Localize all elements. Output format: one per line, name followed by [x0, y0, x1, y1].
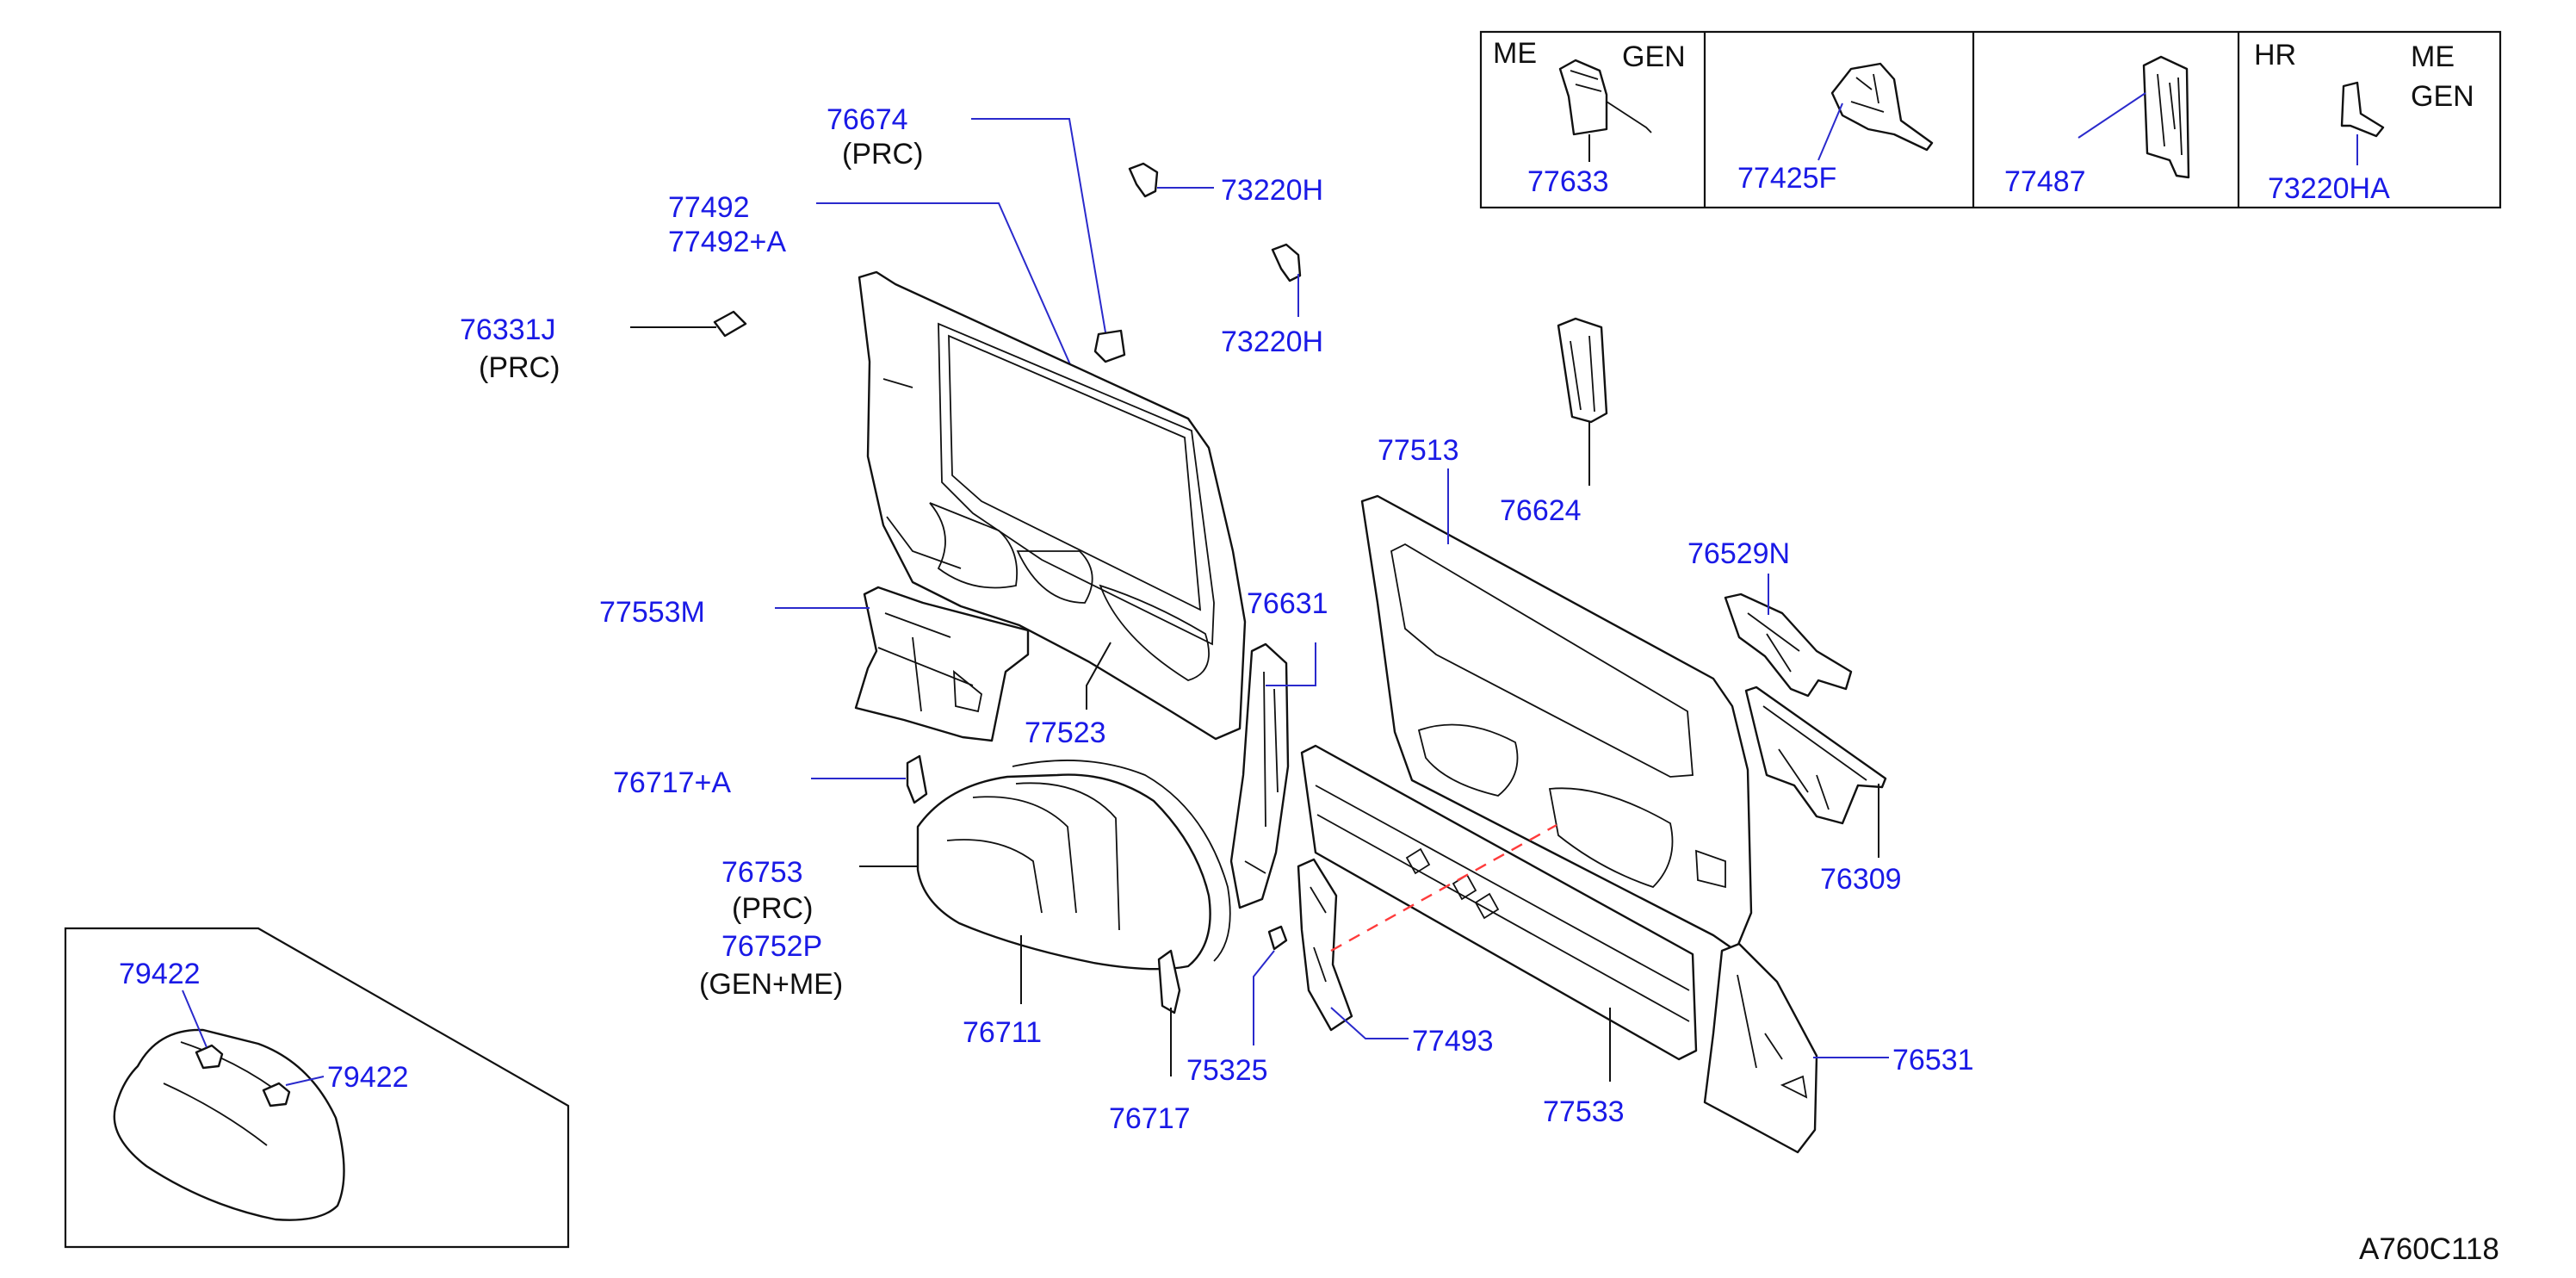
part-76531-drawing: [1703, 942, 1818, 1154]
part-77487-drawing: [2142, 55, 2190, 179]
callout-77523[interactable]: 77523: [1025, 717, 1106, 749]
part-77493-drawing: [1297, 858, 1353, 1032]
variant-inset-table: ME GEN 77633 77425F 77487 HR ME GEN 7322…: [1479, 30, 2502, 209]
callout-73220H-a[interactable]: 73220H: [1221, 174, 1323, 207]
callout-77553M[interactable]: 77553M: [599, 596, 705, 629]
wheelhouse-detail-inset: 79422 79422: [64, 927, 570, 1249]
callout-76674-note: (PRC): [842, 138, 923, 171]
inset-tag-hr: HR: [2254, 39, 2296, 71]
part-75325-drawing: [1267, 925, 1288, 951]
callout-73220H-b[interactable]: 73220H: [1221, 326, 1323, 358]
callout-77533[interactable]: 77533: [1543, 1095, 1625, 1128]
alignment-guide-line: [1330, 823, 1557, 952]
callout-76711[interactable]: 76711: [963, 1016, 1042, 1049]
callout-77492[interactable]: 77492: [668, 191, 750, 224]
callout-77493[interactable]: 77493: [1412, 1025, 1494, 1058]
inset-part-73220HA[interactable]: 73220HA: [2268, 172, 2390, 205]
callout-76674[interactable]: 76674: [827, 103, 908, 136]
callout-76331J-note: (PRC): [479, 351, 560, 384]
clip-79422-a-drawing: [195, 1044, 224, 1070]
part-76674-drawing: [1093, 329, 1126, 363]
part-76309-drawing: [1744, 686, 1887, 825]
part-76624-drawing: [1557, 317, 1608, 424]
part-73220H-b-drawing: [1271, 243, 1302, 282]
inset-tag-me-2: ME: [2411, 40, 2455, 73]
inset-tag-gen: GEN: [1622, 40, 1686, 73]
part-76717A-drawing: [906, 754, 928, 804]
diagram-code: A760C118: [2359, 1232, 2499, 1266]
inset-tag-gen-2: GEN: [2411, 80, 2474, 113]
part-77533-drawing: [1300, 744, 1698, 1061]
callout-76717-A[interactable]: 76717+A: [613, 766, 731, 799]
callout-76631[interactable]: 76631: [1247, 587, 1328, 620]
inset-part-77633[interactable]: 77633: [1527, 165, 1609, 198]
callout-76753[interactable]: 76753: [721, 856, 803, 889]
callout-76331J[interactable]: 76331J: [460, 313, 556, 346]
inset-part-77487[interactable]: 77487: [2004, 165, 2086, 198]
callout-79422-b[interactable]: 79422: [327, 1061, 409, 1094]
part-76331J-drawing: [713, 310, 747, 338]
callout-76529N[interactable]: 76529N: [1687, 537, 1790, 570]
callout-76624[interactable]: 76624: [1500, 494, 1582, 527]
callout-76717[interactable]: 76717: [1109, 1102, 1191, 1135]
callout-79422-a[interactable]: 79422: [119, 958, 201, 990]
part-76529N-drawing: [1724, 592, 1853, 698]
callout-77513[interactable]: 77513: [1378, 434, 1459, 467]
callout-76752P[interactable]: 76752P: [721, 930, 822, 963]
part-77425F-drawing: [1830, 62, 1934, 152]
part-76711-drawing: [916, 773, 1211, 971]
part-76631-drawing: [1229, 642, 1290, 909]
wheelhouse-liner-drawing: [113, 1028, 345, 1221]
part-73220HA-drawing: [2340, 81, 2385, 138]
inset-part-77425F[interactable]: 77425F: [1737, 162, 1836, 195]
clip-79422-b-drawing: [262, 1082, 291, 1107]
callout-76752P-note: (GEN+ME): [699, 968, 843, 1001]
part-76717-drawing: [1157, 949, 1181, 1014]
inset-tag-me: ME: [1493, 37, 1537, 70]
callout-77492-A[interactable]: 77492+A: [668, 226, 786, 258]
callout-76309[interactable]: 76309: [1820, 863, 1902, 896]
callout-76753-note: (PRC): [732, 892, 813, 925]
callout-75325[interactable]: 75325: [1186, 1054, 1268, 1087]
part-73220H-a-drawing: [1128, 162, 1159, 198]
part-77633-drawing: [1558, 59, 1608, 136]
callout-76531[interactable]: 76531: [1892, 1044, 1974, 1076]
part-77553M-drawing: [854, 586, 1030, 742]
part-77523-drawing: [858, 270, 1247, 741]
